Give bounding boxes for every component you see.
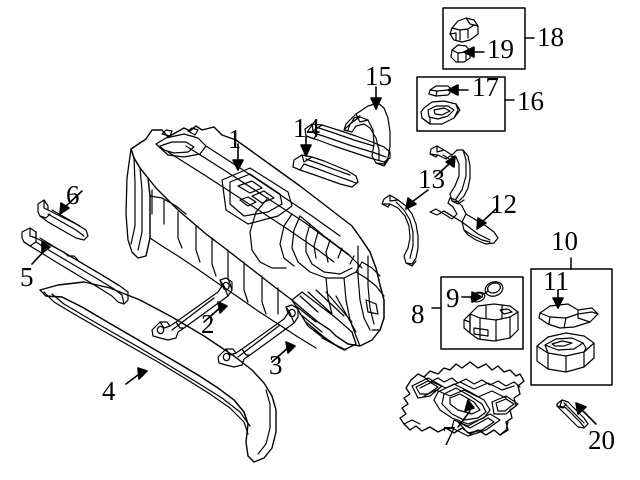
callout-label-13[interactable]: 13 [418, 164, 445, 194]
callout-label-7[interactable]: 7 [442, 421, 456, 451]
part-console-trim-strip-long[interactable] [21, 227, 129, 305]
callout-label-10[interactable]: 10 [551, 226, 578, 256]
part-center-console-main-body[interactable] [125, 125, 385, 351]
part-console-brace-upper[interactable] [151, 277, 233, 341]
part-armrest-console-bin[interactable] [536, 332, 595, 373]
group-box-18[interactable] [442, 7, 535, 70]
callout-label-11[interactable]: 11 [543, 266, 569, 296]
callout-label-1[interactable]: 1 [228, 124, 242, 154]
callout-label-14[interactable]: 14 [293, 113, 320, 143]
callout-label-17[interactable]: 17 [472, 72, 499, 102]
part-console-brace-lower[interactable] [217, 304, 299, 368]
part-console-trim-rod[interactable] [556, 399, 589, 429]
callout-label-4[interactable]: 4 [102, 376, 116, 406]
callout-label-9[interactable]: 9 [446, 283, 460, 313]
callout-label-20[interactable]: 20 [588, 425, 615, 455]
group-box-8[interactable] [431, 276, 524, 350]
part-console-long-bar[interactable] [304, 123, 391, 163]
callout-label-19[interactable]: 19 [487, 34, 514, 64]
part-console-side-rail-left[interactable] [292, 154, 359, 188]
part-armrest-lid-pad[interactable] [538, 303, 599, 329]
callout-label-5[interactable]: 5 [20, 262, 34, 292]
callout-label-8[interactable]: 8 [411, 299, 425, 329]
part-console-module-block[interactable] [463, 303, 519, 342]
callout-label-18[interactable]: 18 [537, 22, 564, 52]
callout-arrows [31, 46, 597, 428]
callout-label-12[interactable]: 12 [490, 189, 517, 219]
part-console-side-panel-large[interactable] [39, 281, 277, 463]
callout-label-16[interactable]: 16 [517, 86, 544, 116]
callout-label-2[interactable]: 2 [201, 309, 215, 339]
group-box-10[interactable] [530, 257, 613, 386]
part-console-bracket-16[interactable] [420, 100, 461, 125]
part-console-rear-bracket[interactable] [429, 197, 499, 245]
callout-label-15[interactable]: 15 [365, 61, 392, 91]
group-box-16[interactable] [416, 76, 515, 132]
part-floor-tunnel-panel[interactable] [399, 361, 525, 437]
callout-label-3[interactable]: 3 [269, 350, 283, 380]
part-console-trim-clip-small[interactable] [37, 199, 89, 241]
callout-label-6[interactable]: 6 [66, 180, 80, 210]
part-end-cap-large[interactable] [449, 17, 479, 43]
